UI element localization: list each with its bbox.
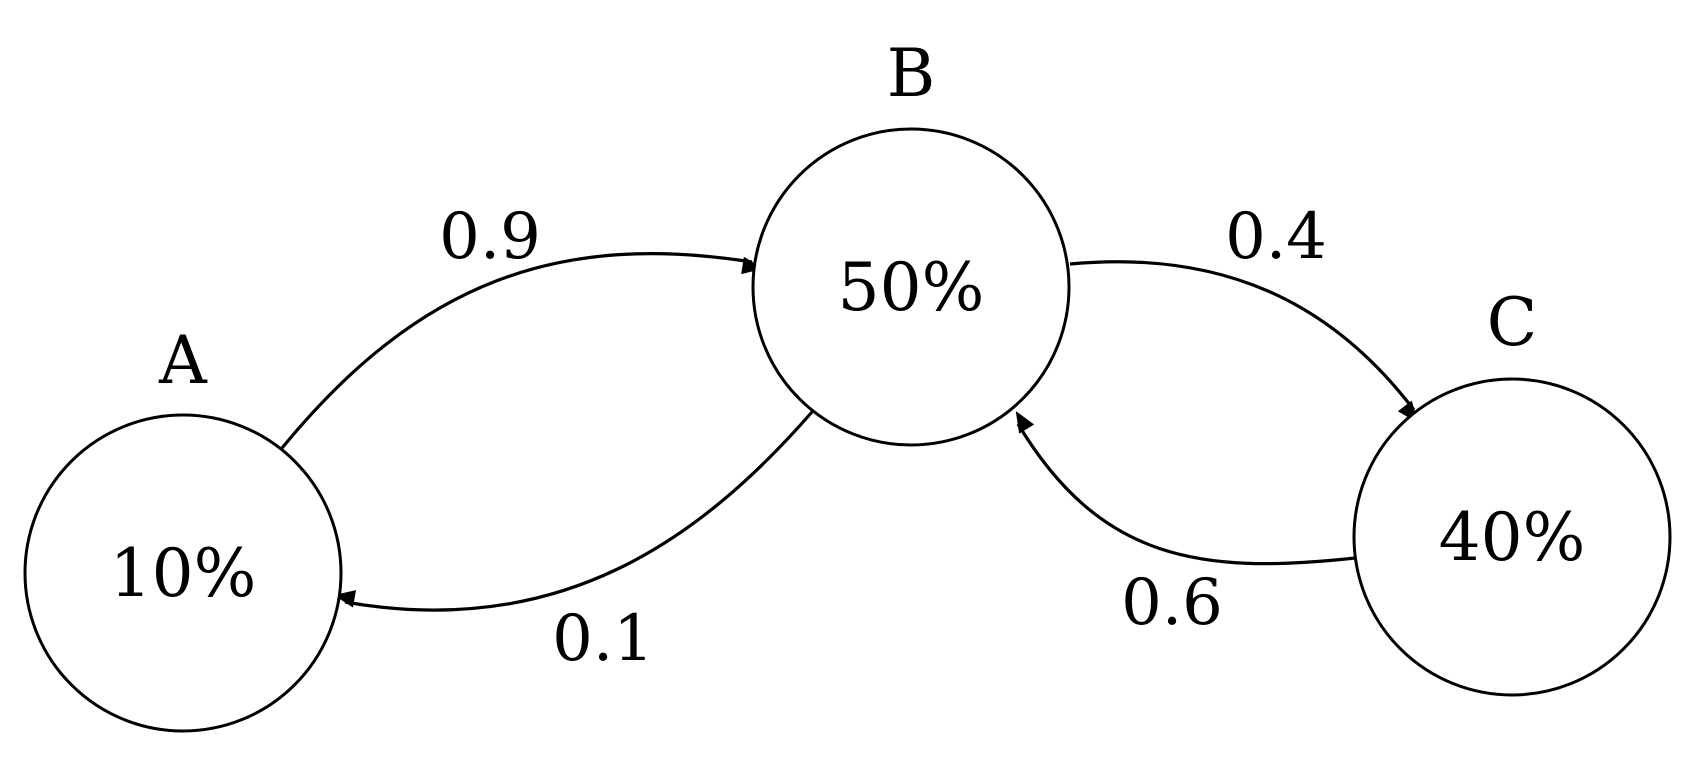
node-c-label: C [1487,284,1538,361]
node-b-label: B [887,35,936,112]
edge-b-to-a [333,410,814,612]
node-a: A 10% [23,322,343,733]
node-a-label: A [158,322,208,399]
edge-label-a-to-b: 0.9 [439,200,541,274]
node-c: C 40% [1352,284,1672,697]
edge-label-b-to-c: 0.4 [1225,200,1327,274]
edge-label-c-to-b: 0.6 [1121,566,1223,640]
edge-a-to-b [280,252,764,450]
edge-label-b-to-a: 0.1 [552,602,654,676]
edge-b-to-c [1069,260,1418,423]
node-a-value: 10% [110,535,257,612]
node-b-value: 50% [838,249,985,326]
node-c-value: 40% [1439,499,1586,576]
node-b: B 50% [751,35,1071,447]
edge-c-to-b [1015,410,1356,566]
